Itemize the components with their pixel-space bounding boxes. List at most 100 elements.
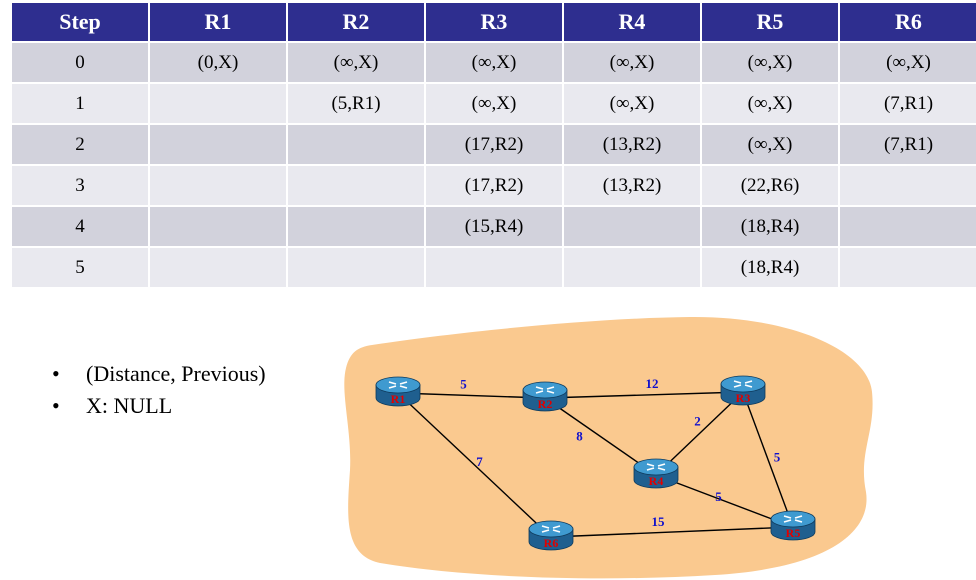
weight-label: 12 [646,376,659,391]
link-r1-r2 [397,392,546,399]
cell-r6: (7,R1) [839,124,976,166]
table-row: 3 (17,R2)(13,R2)(22,R6) [12,165,976,207]
header-r1: R1 [149,3,288,43]
cell-r1 [149,124,288,166]
link-r2-r3 [544,391,744,399]
cell-r1: (0,X) [149,42,288,84]
cell-r1 [149,165,288,207]
router-r5: R5 [770,510,816,541]
router-r2: R2 [522,381,568,412]
router-r4: R4 [633,458,679,489]
router-label: R5 [786,526,801,540]
link-r6-r5 [550,526,794,538]
header-r3: R3 [425,3,564,43]
cell-r5: (∞,X) [701,42,840,84]
weight-label: 5 [715,489,722,504]
cell-r6: (7,R1) [839,83,976,125]
weight-label: 7 [476,454,483,469]
table-row: 1(5,R1)(∞,X)(∞,X)(∞,X)(7,R1) [12,83,976,125]
bullet: • [52,393,60,418]
router-label: R4 [649,474,664,488]
step-cell: 1 [12,83,150,125]
table-row: 4(15,R4)(18,R4) [12,206,976,248]
weight-label: 8 [576,429,583,444]
link-r1-r6 [397,392,552,538]
legend-item: • X: NULL [52,390,266,422]
header-r6: R6 [839,3,976,43]
cell-r1 [149,83,288,125]
legend-distance-previous: (Distance, Previous) [86,361,266,386]
cell-r6 [839,206,976,248]
router-r6: R6 [528,520,574,551]
link-r3-r5 [742,391,794,528]
link-r4-r5 [655,474,794,528]
cell-r5: (18,R4) [701,247,840,289]
cell-r4 [563,247,702,289]
cell-r4: (∞,X) [563,42,702,84]
router-icon [522,381,568,412]
router-r3: R3 [720,375,766,406]
cell-r3: (17,R2) [425,124,564,166]
router-icon [528,520,574,551]
router-label: R2 [538,397,553,411]
weight-label: 2 [694,414,701,429]
header-r2: R2 [287,3,426,43]
router-icon [633,458,679,489]
router-icon [770,510,816,541]
step-cell: 0 [12,42,150,84]
link-r2-r4 [544,397,657,476]
router-label: R6 [544,536,559,550]
header-r4: R4 [563,3,702,43]
step-cell: 5 [12,247,150,289]
router-icon [720,375,766,406]
router-r1: R1 [375,376,421,407]
legend-x-null: X: NULL [86,393,173,418]
table-row: 2 (17,R2)(13,R2)(∞,X)(7,R1) [12,124,976,166]
legend: • (Distance, Previous) • X: NULL [52,358,266,422]
table-body: 0(0,X)(∞,X)(∞,X)(∞,X)(∞,X)(∞,X)1(5,R1)(∞… [12,42,976,289]
cell-r5: (18,R4) [701,206,840,248]
legend-item: • (Distance, Previous) [52,358,266,390]
cell-r3: (∞,X) [425,83,564,125]
cell-r5: (22,R6) [701,165,840,207]
table-row: 0(0,X)(∞,X)(∞,X)(∞,X)(∞,X)(∞,X) [12,42,976,84]
bullet: • [52,361,60,386]
weight-label: 5 [460,377,467,392]
cell-r4: (∞,X) [563,83,702,125]
router-label: R1 [391,392,406,406]
cell-r1 [149,247,288,289]
cell-r6: (∞,X) [839,42,976,84]
table-row: 5 (18,R4) [12,247,976,289]
cell-r3: (∞,X) [425,42,564,84]
cell-r4: (13,R2) [563,165,702,207]
cell-r2: (∞,X) [287,42,426,84]
step-cell: 3 [12,165,150,207]
cell-r5: (∞,X) [701,83,840,125]
cell-r1 [149,206,288,248]
weight-label: 15 [652,514,666,529]
cell-r2: (5,R1) [287,83,426,125]
cell-r3: (15,R4) [425,206,564,248]
router-icon [375,376,421,407]
header-step: Step [12,3,150,43]
cell-r2 [287,206,426,248]
cell-r4: (13,R2) [563,124,702,166]
step-cell: 2 [12,124,150,166]
cell-r2 [287,124,426,166]
cell-r3 [425,247,564,289]
header-r5: R5 [701,3,840,43]
links: 5 12 8 2 5 5 7 15 [397,376,794,538]
router-label: R3 [736,391,751,405]
cell-r3: (17,R2) [425,165,564,207]
cell-r6 [839,247,976,289]
cell-r4 [563,206,702,248]
weight-label: 5 [774,450,781,465]
cell-r6 [839,165,976,207]
cell-r2 [287,247,426,289]
cell-r5: (∞,X) [701,124,840,166]
